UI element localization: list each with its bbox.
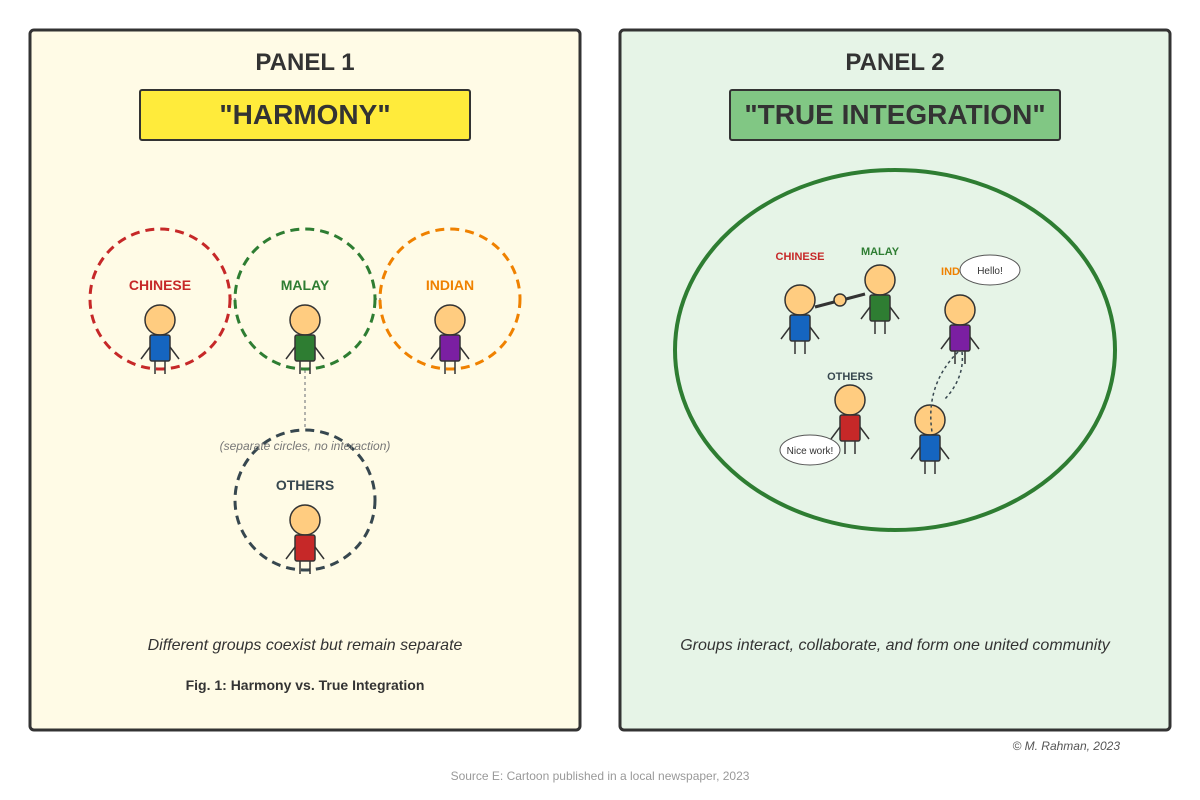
panel-2-frame [618,28,1172,732]
panel-1-heading: PANEL 1 [255,49,354,76]
chinese-figure-2 [780,284,820,354]
integration-banner-text: "TRUE INTEGRATION" [744,99,1045,130]
malay-label-2: MALAY [861,246,900,258]
figure-caption: Fig. 1: Harmony vs. True Integration [186,677,425,693]
separation-note: (separate circles, no interaction) [220,439,391,453]
panel-2-caption: Groups interact, collaborate, and form o… [680,637,1111,654]
handshake-hands [833,293,847,307]
harmony-banner [139,89,471,141]
indian-label: INDIAN [426,277,474,293]
community-ellipse [673,168,1117,532]
credit-text: © M. Rahman, 2023 [1012,739,1120,753]
panel-2-heading: PANEL 2 [845,49,944,76]
handshake-arm-right [845,292,866,301]
chinese-label: CHINESE [129,277,191,293]
integration-banner [729,89,1061,141]
panel-2: PANEL 2 "TRUE INTEGRATION" CHINESE MALAY… [618,28,1172,732]
nice-work-bubble-text: Nice work! [787,446,834,457]
others-label-2: OTHERS [827,371,873,383]
malay-figure-2 [860,264,900,334]
others-figure-2 [830,384,870,454]
panel-1-caption: Different groups coexist but remain sepa… [148,637,463,654]
malay-label: MALAY [281,277,330,293]
chinese-label-2: CHINESE [776,251,825,263]
indian-circle [378,227,522,371]
malay-circle [233,227,377,371]
panel-1: PANEL 1 "HARMONY" CHINESE MALAY INDIAN O… [28,28,582,732]
hello-bubble-text: Hello! [977,266,1003,277]
chinese-circle [88,227,232,371]
malay-figure [285,304,325,374]
interaction-line-a [943,351,964,401]
harmony-banner-text: "HARMONY" [219,99,390,130]
panel-1-frame [28,28,582,732]
hello-bubble [959,254,1021,286]
others-circle [233,428,377,572]
fifth-figure-2 [910,404,950,474]
nice-work-bubble [779,434,841,466]
indian-figure-2 [940,294,980,364]
interaction-line-b [930,351,959,433]
others-label: OTHERS [276,477,334,493]
chinese-figure [140,304,180,374]
others-figure [285,504,325,574]
source-text: Source E: Cartoon published in a local n… [451,769,750,783]
indian-figure [430,304,470,374]
